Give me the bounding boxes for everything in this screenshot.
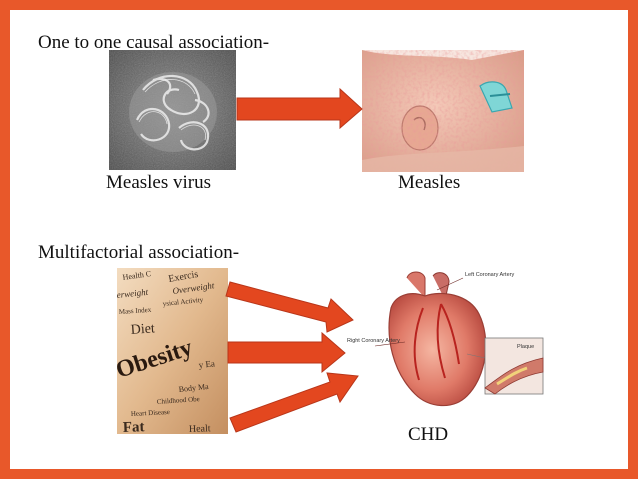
caption-measles-virus: Measles virus: [106, 172, 212, 193]
collage-word-eat: y Ea: [198, 358, 215, 370]
collage-word-exercise: Exercis: [168, 269, 200, 285]
label-right-coronary-artery: Right Coronary Artery: [347, 338, 400, 344]
collage-word-erweight: erweight: [117, 287, 149, 300]
caption-measles: Measles: [398, 172, 461, 193]
collage-word-childhood-obesity: Childhood Obe: [157, 395, 200, 406]
heading-multifactorial: Multifactorial association-: [38, 242, 240, 263]
measles-baby-image: [362, 50, 524, 172]
heading-one-to-one: One to one causal association-: [38, 32, 270, 53]
collage-word-heart-disease: Heart Disease: [131, 408, 170, 418]
collage-word-health-2: Healt: [189, 423, 211, 434]
collage-word-mass-index: Mass Index: [119, 306, 152, 316]
arrow-lower-to-chd: [229, 372, 359, 433]
collage-word-health: Health C: [122, 269, 152, 282]
caption-chd: CHD: [408, 424, 449, 445]
label-plaque: Plaque: [517, 344, 534, 350]
collage-word-body-mass: Body Ma: [178, 382, 209, 394]
measles-virus-image: [109, 50, 236, 170]
heart-diagram-image: Left Coronary Artery Right Coronary Arte…: [345, 268, 545, 416]
label-left-coronary-artery: Left Coronary Artery: [465, 272, 514, 278]
arrow-virus-to-measles: [236, 87, 363, 130]
slide-canvas: One to one causal association-: [10, 10, 628, 469]
collage-word-diet: Diet: [130, 321, 155, 338]
infant-with-rash-graphic: [362, 50, 524, 172]
obesity-collage-graphic: Health C Exercis Overweight erweight ysi…: [117, 268, 228, 434]
arrow-middle-to-chd: [227, 331, 346, 374]
coronary-heart-graphic: Left Coronary Artery Right Coronary Arte…: [345, 268, 545, 416]
collage-word-fat: Fat: [123, 419, 145, 434]
virus-micrograph-graphic: [109, 50, 236, 170]
arrow-upper-to-chd: [225, 281, 354, 333]
obesity-collage-image: Health C Exercis Overweight erweight ysi…: [117, 268, 228, 434]
